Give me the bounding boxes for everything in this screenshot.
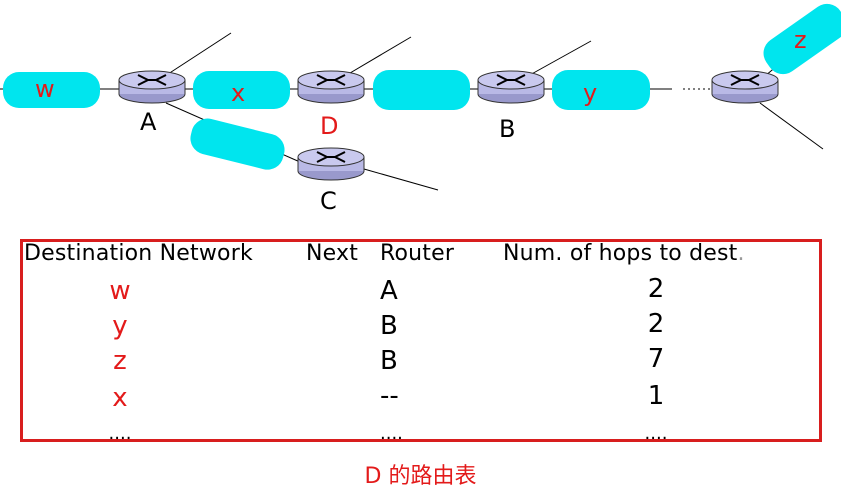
header-next: Next xyxy=(306,241,359,266)
router-label-d: D xyxy=(320,112,338,140)
row-dest: w xyxy=(109,276,131,306)
row-next-router: B xyxy=(380,311,398,341)
row-dest: y xyxy=(112,311,128,341)
header-num-hops: Num. of hops to dest. xyxy=(503,241,745,266)
network-ac xyxy=(190,118,285,170)
network-x xyxy=(193,71,290,109)
table-caption: D 的路由表 xyxy=(364,464,477,489)
router-a xyxy=(118,70,186,104)
network-topology-diagram: A D B C w x y z xyxy=(0,3,841,215)
network-z xyxy=(763,3,841,75)
row-dest: z xyxy=(113,346,127,376)
header-num-hops-text: Num. of hops to dest xyxy=(503,241,738,266)
row-dest: x xyxy=(112,383,128,413)
network-clouds xyxy=(3,3,841,170)
row-hops: 2 xyxy=(647,274,665,304)
network-label-x: x xyxy=(231,79,245,107)
header-router: Router xyxy=(380,241,455,266)
row-hops: 2 xyxy=(647,309,665,339)
router-label-c: C xyxy=(320,187,337,215)
network-label-y: y xyxy=(583,79,597,107)
row-next-router: -- xyxy=(380,381,399,411)
row-next-router: A xyxy=(380,276,398,306)
row-dest: .... xyxy=(108,423,132,444)
network-label-z: z xyxy=(794,26,807,54)
network-links xyxy=(0,32,824,191)
network-dc xyxy=(373,70,470,110)
row-hops: .... xyxy=(644,423,668,444)
header-num-hops-period: . xyxy=(737,241,745,266)
network-y xyxy=(552,70,650,110)
row-next-router: B xyxy=(380,346,398,376)
router-d xyxy=(297,70,365,104)
router-c xyxy=(297,147,365,181)
router-far xyxy=(711,70,779,104)
routing-table-frame xyxy=(20,239,822,442)
router-b xyxy=(477,70,545,104)
header-destination-network: Destination Network xyxy=(24,241,253,266)
row-hops: 1 xyxy=(647,381,665,411)
network-label-w: w xyxy=(35,75,55,103)
router-label-b: B xyxy=(499,115,515,143)
row-hops: 7 xyxy=(647,344,665,374)
network-w xyxy=(3,72,100,108)
row-next-router: .... xyxy=(380,423,403,444)
router-label-a: A xyxy=(140,108,157,136)
